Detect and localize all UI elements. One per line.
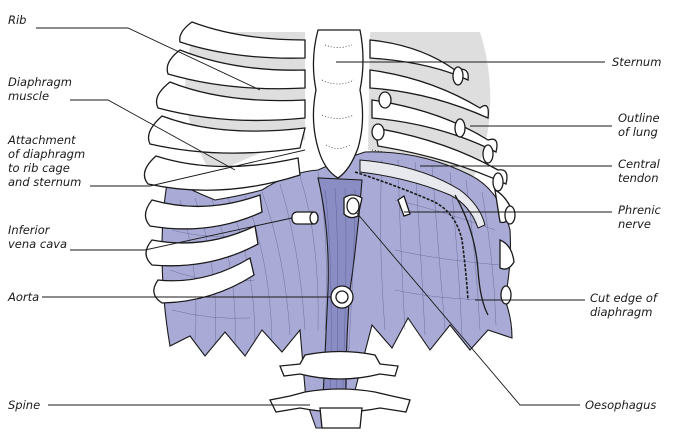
label-oesophagus: Oesophagus <box>585 398 656 412</box>
leader-attachment <box>90 149 306 187</box>
sternum-bone <box>312 29 364 179</box>
leader-diaphragm-muscle <box>70 99 236 171</box>
rib-end-right-2 <box>454 118 466 138</box>
cut-edge-line <box>454 194 489 316</box>
rib-left-3 <box>155 81 306 122</box>
rib-right-1 <box>369 39 469 81</box>
label-inferior-vena-cava: Inferior vena cava <box>8 223 67 251</box>
label-outline-of-lung: Outline of lung <box>618 111 663 139</box>
spine <box>269 350 411 429</box>
label-sternum: Sternum <box>612 55 661 69</box>
leader-lines <box>36 27 612 406</box>
oesophagus-lumen <box>346 197 360 215</box>
vessels <box>291 194 411 309</box>
crura-fibers <box>324 187 356 411</box>
vertebra-lower <box>269 388 411 413</box>
label-attachment: Attachment of diaphragm to rib cage and … <box>7 133 89 189</box>
label-central-tendon: Central tendon <box>618 157 664 185</box>
rib-left-6 <box>144 194 263 230</box>
vertebra-upper <box>279 350 399 380</box>
label-aorta: Aorta <box>7 290 39 304</box>
rib-right-4 <box>374 127 508 185</box>
leader-ivc <box>70 217 293 251</box>
rib-left-5 <box>143 155 301 191</box>
phrenic-nerve-branch <box>397 194 411 217</box>
rib-end-right-6 <box>500 285 512 305</box>
labels: Rib Diaphragm muscle Attachment of diaph… <box>7 13 665 412</box>
leader-rib <box>36 27 261 91</box>
label-phrenic-nerve: Phrenic nerve <box>618 203 665 231</box>
rib-right-3 <box>371 99 498 153</box>
rib-end-right-5 <box>504 205 516 225</box>
rib-end-right-1 <box>452 66 464 86</box>
rib-right-2 <box>369 69 489 119</box>
rib-end-left-2 <box>371 123 385 141</box>
rib-left-8 <box>153 256 255 304</box>
label-rib: Rib <box>8 13 27 27</box>
phrenic-nerve-line <box>354 171 469 301</box>
central-tendon-band <box>359 159 486 229</box>
vertebra-body <box>319 407 363 429</box>
rib-left-1 <box>179 21 306 59</box>
ivc-lumen <box>309 211 319 225</box>
rib-left-7 <box>145 225 259 267</box>
aorta-inner <box>335 290 349 304</box>
leader-oesophagus <box>355 211 580 406</box>
rib-end-right-3 <box>482 144 494 164</box>
rib-end-left-1 <box>378 91 392 109</box>
label-cut-edge: Cut edge of diaphragm <box>590 291 661 319</box>
rib-right-6 <box>499 239 515 270</box>
label-diaphragm-muscle: Diaphragm muscle <box>8 75 76 103</box>
label-spine: Spine <box>8 398 40 412</box>
rib-end-right-4 <box>492 172 504 192</box>
rib-left-2 <box>166 49 306 90</box>
